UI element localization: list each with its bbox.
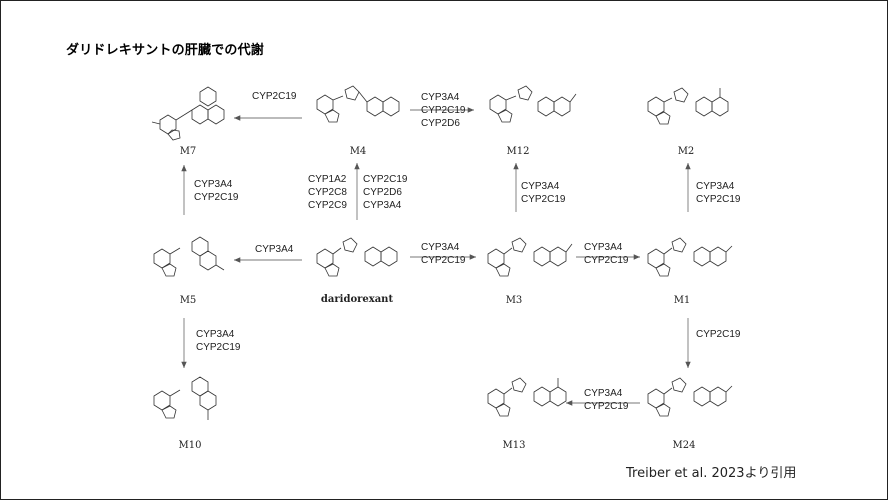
enzyme-parent-to-m5: CYP3A4 [255, 244, 294, 255]
enzyme-m3-to-m1-line: CYP2C19 [584, 255, 629, 266]
label-m12: M12 [506, 146, 530, 157]
enzyme-m3-to-m1-line: CYP3A4 [584, 242, 623, 253]
structure-m4-drawing [316, 85, 400, 123]
structure-daridorexant [307, 226, 407, 288]
structure-m2-drawing [647, 87, 729, 125]
enzyme-m1-to-m2-line: CYP3A4 [696, 181, 735, 192]
enzyme-m1-to-m2-line: CYP2C19 [696, 194, 741, 205]
label-m10: M10 [178, 440, 202, 451]
structure-daridorexant-drawing [316, 237, 398, 277]
enzyme-m4-to-m12-line: CYP2D6 [421, 118, 460, 129]
enzyme-parent-to-m4-right-line: CYP3A4 [363, 200, 402, 211]
structure-m2 [640, 80, 740, 142]
enzyme-m4-to-m7: CYP2C19 [252, 91, 297, 102]
enzyme-m24-to-m13-line: CYP3A4 [584, 388, 623, 399]
structure-m24 [640, 370, 740, 434]
structure-m1 [640, 226, 740, 288]
enzyme-parent-to-m4-left-line: CYP1A2 [308, 174, 347, 185]
slide-title: ダリドレキサントの肝臓での代謝 [66, 43, 265, 58]
structure-m5 [140, 228, 240, 288]
label-m2: M2 [677, 146, 695, 157]
label-daridorexant: daridorexant [320, 294, 394, 305]
label-m5: M5 [179, 295, 197, 306]
enzyme-m24-to-m13-line: CYP2C19 [584, 401, 629, 412]
structure-m3 [480, 226, 580, 288]
label-m24: M24 [672, 440, 696, 451]
structure-m10-drawing [153, 376, 217, 420]
enzyme-m5-to-m7-line: CYP2C19 [194, 192, 239, 203]
structure-m7-drawing [151, 86, 225, 141]
structure-m12-drawing [489, 85, 577, 123]
enzyme-m5-to-m10-line: CYP3A4 [196, 329, 235, 340]
structure-m5-drawing [153, 236, 225, 277]
label-m7: M7 [179, 146, 197, 157]
citation: Treiber et al. 2023より引用 [626, 466, 797, 481]
label-m13: M13 [502, 440, 526, 451]
label-m4: M4 [349, 146, 367, 157]
structure-m4 [307, 82, 407, 142]
enzyme-parent-to-m4-right-line: CYP2C19 [363, 174, 408, 185]
enzyme-m1-to-m24: CYP2C19 [696, 329, 741, 340]
structure-m7 [140, 82, 240, 142]
enzyme-m3-to-m12-line: CYP2C19 [521, 194, 566, 205]
structure-m13 [480, 370, 580, 434]
enzyme-parent-to-m3-line: CYP2C19 [421, 255, 466, 266]
enzyme-m5-to-m10-line: CYP2C19 [196, 342, 241, 353]
enzyme-parent-to-m4-right-line: CYP2D6 [363, 187, 402, 198]
enzyme-m5-to-m7-line: CYP3A4 [194, 179, 233, 190]
structure-m10 [140, 370, 240, 434]
structure-m24-drawing [647, 377, 733, 417]
structure-m13-drawing [487, 377, 567, 417]
enzyme-parent-to-m3-line: CYP3A4 [421, 242, 460, 253]
enzyme-m4-to-m12-line: CYP2C19 [421, 105, 466, 116]
enzyme-m3-to-m12-line: CYP3A4 [521, 181, 560, 192]
label-m3: M3 [505, 295, 523, 306]
structure-m12 [480, 82, 580, 142]
structure-m1-drawing [647, 237, 733, 277]
label-m1: M1 [673, 295, 691, 306]
enzyme-parent-to-m4-left-line: CYP2C9 [308, 200, 347, 211]
enzyme-m4-to-m12-line: CYP3A4 [421, 92, 460, 103]
structure-m3-drawing [487, 237, 573, 277]
enzyme-parent-to-m4-left-line: CYP2C8 [308, 187, 347, 198]
